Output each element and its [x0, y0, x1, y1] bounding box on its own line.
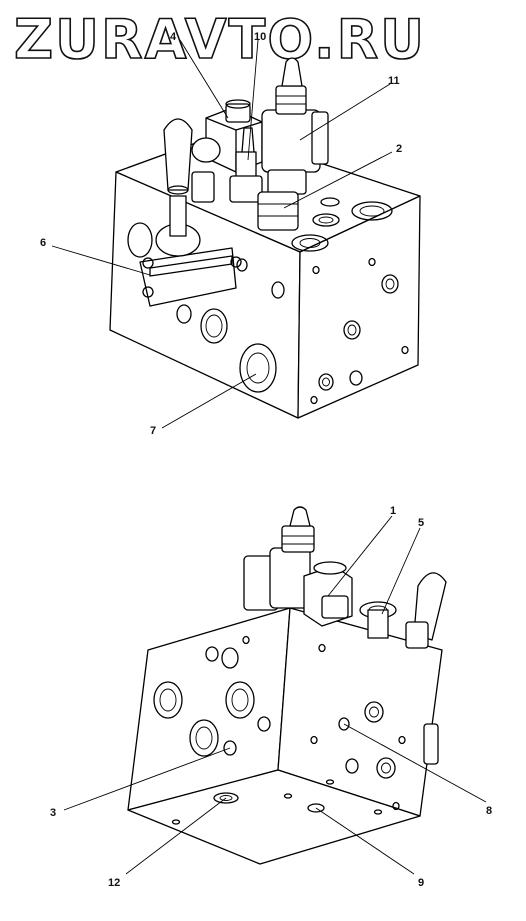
label-5: 5: [418, 517, 424, 529]
label-2: 2: [396, 143, 402, 155]
label-4: 4: [170, 31, 177, 43]
leader-4: [179, 39, 229, 119]
leader-8: [343, 723, 487, 803]
label-10: 10: [254, 31, 266, 43]
top-valve-block: [109, 57, 421, 419]
leader-1: [327, 515, 393, 597]
bottom-valve-block: [127, 506, 447, 865]
label-6: 6: [40, 237, 46, 249]
label-11: 11: [388, 75, 400, 87]
label-9: 9: [418, 877, 424, 889]
label-12: 12: [108, 877, 120, 889]
leader-11: [299, 83, 391, 141]
label-1: 1: [390, 505, 396, 517]
leader-9: [315, 807, 415, 875]
top-leader-lines: [51, 39, 393, 429]
leader-6: [51, 245, 151, 276]
leader-12: [125, 797, 227, 875]
label-3: 3: [50, 807, 56, 819]
leader-7: [161, 373, 257, 429]
watermark: ZURAVTO.RU: [14, 8, 426, 71]
leader-3: [63, 747, 231, 811]
leader-10: [247, 39, 259, 161]
label-7: 7: [150, 425, 156, 437]
leader-2: [283, 151, 393, 209]
leader-5: [381, 527, 421, 615]
bottom-leader-lines: [63, 515, 487, 875]
label-8: 8: [486, 805, 492, 817]
